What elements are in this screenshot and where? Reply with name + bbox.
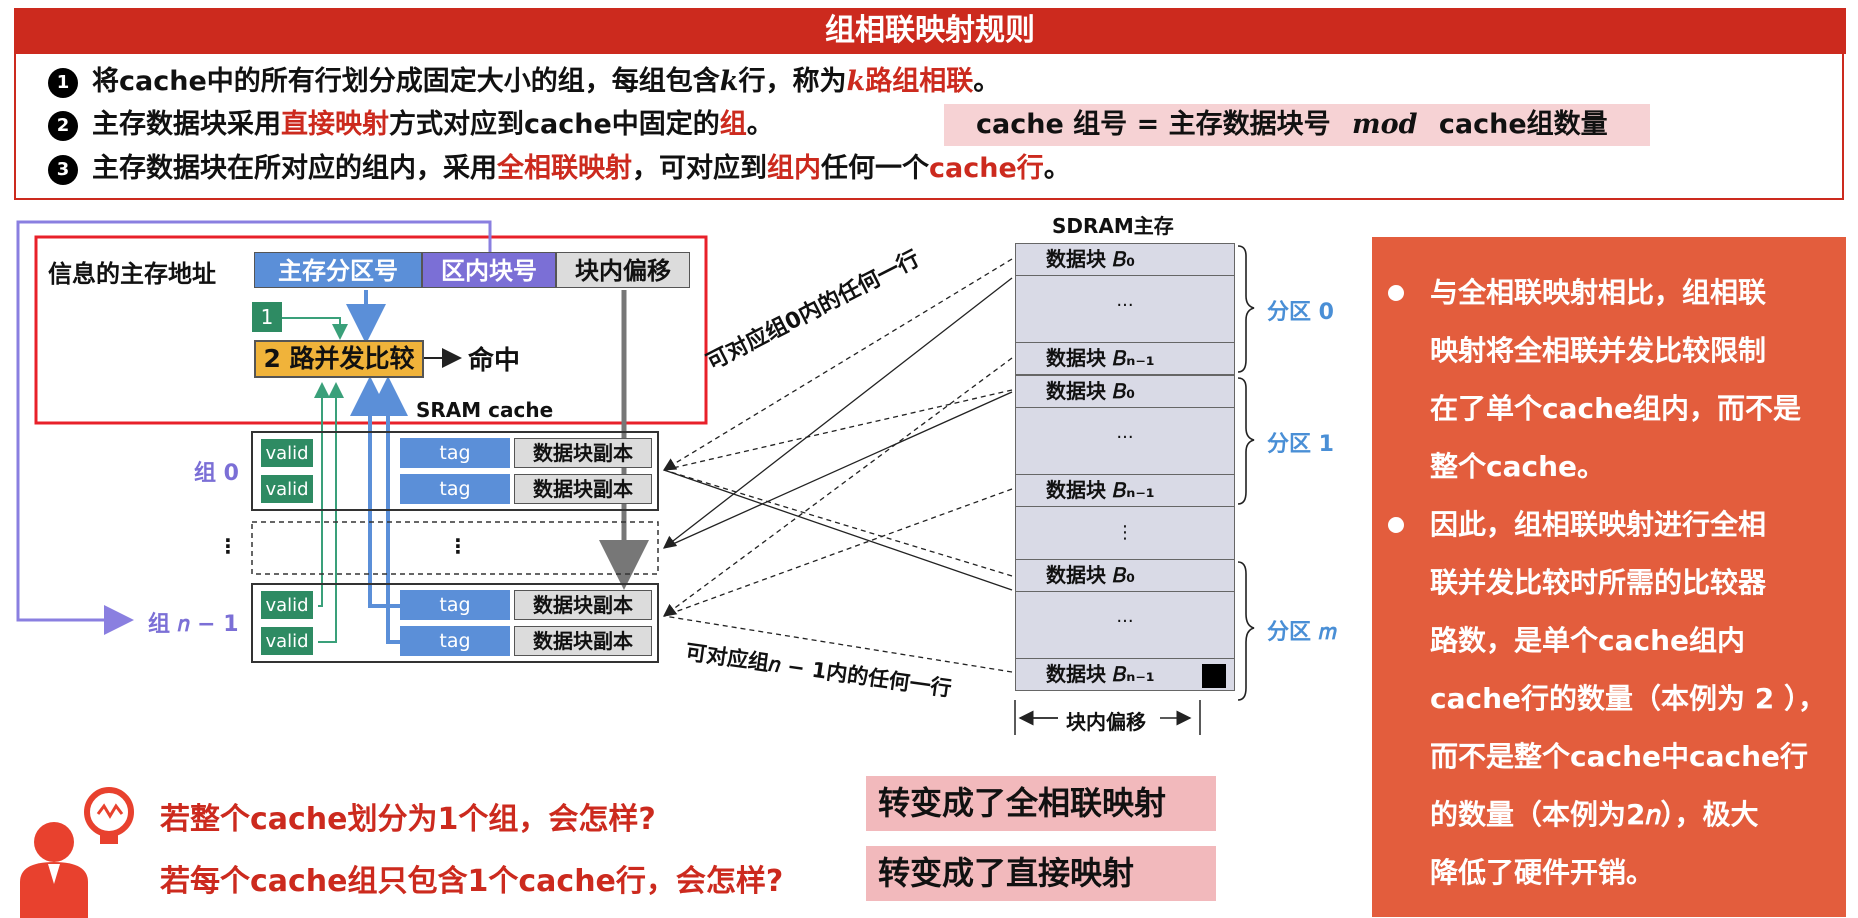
cache-title: SRAM cache	[416, 398, 554, 422]
rule-3: 3 主存数据块在所对应的组内，采用全相联映射，可对应到组内任何一个cache行。	[48, 146, 1071, 185]
memory-block: 数据块 𝐵₀	[1015, 243, 1235, 276]
answer: 转变成了直接映射	[866, 846, 1216, 901]
memory-gap-vdots: ⋮	[1015, 507, 1235, 559]
valid-bit: valid	[260, 590, 314, 620]
memory-gap: ···	[1015, 592, 1235, 658]
valid-bit: valid	[260, 626, 314, 656]
valid-bit: valid	[260, 438, 314, 468]
memory-block: 数据块 𝐵ₙ₋₁	[1015, 342, 1235, 375]
rule-segment: 组内	[767, 153, 821, 184]
offset-label: 块内偏移	[1062, 706, 1150, 735]
summary-line: 映射将全相联并发比较限制	[1430, 334, 1767, 367]
rule-segment: 。	[973, 66, 1001, 97]
valid-bit: valid	[260, 474, 314, 504]
question: 若整个cache划分为1个组，会怎样?	[160, 802, 656, 837]
page-title: 组相联映射规则	[14, 8, 1846, 54]
rule-segment: cache行	[929, 153, 1044, 184]
summary-line: 整个cache。	[1430, 450, 1606, 483]
rule-segment: k	[719, 66, 739, 97]
rule-segment: 。	[746, 109, 774, 140]
rule-number: 3	[48, 155, 78, 185]
hit-label: 命中	[468, 346, 521, 376]
rule-segment: 全相联映射	[497, 153, 632, 184]
partition-label: 分区 1	[1267, 432, 1334, 457]
cache-vdots-left: ⋮	[218, 534, 238, 558]
rule-text: 将cache中的所有行划分成固定大小的组，每组包含k行，称为k路组相联。	[92, 66, 1000, 97]
memory-block: 数据块 𝐵₀	[1015, 559, 1235, 592]
summary-line: 而不是整个cache中cache行	[1430, 740, 1809, 773]
partition-label: 分区 𝑚	[1267, 620, 1337, 645]
summary-line: cache行的数量（本例为 2 ），	[1430, 682, 1826, 715]
summary-line: 因此，组相联映射进行全相	[1430, 508, 1767, 541]
question: 若每个cache组只包含1个cache行，会怎样?	[160, 864, 784, 899]
rule-segment: 将cache中的所有行划分成固定大小的组，每组包含	[92, 66, 720, 97]
formula-op: mod	[1352, 109, 1418, 140]
memory-gap: ···	[1015, 408, 1235, 474]
comparator: 2 路并发比较	[254, 340, 424, 378]
formula-right: cache组数量	[1438, 109, 1608, 140]
rule-segment: 路组相联	[865, 66, 974, 97]
tag-field: tag	[400, 626, 510, 656]
rule-segment: 组	[719, 109, 747, 140]
memory-gap: ···	[1015, 276, 1235, 342]
mapping-formula: cache 组号 = 主存数据块号 mod cache组数量	[944, 104, 1650, 146]
field-partition-number: 主存分区号	[254, 252, 422, 288]
tag-field: tag	[400, 438, 510, 468]
cache-vdots-mid: ⋮	[448, 534, 468, 558]
rule-number: 2	[48, 111, 78, 141]
field-block-in-partition: 区内块号	[422, 252, 556, 288]
block-copy: 数据块副本	[514, 474, 652, 504]
answer: 转变成了全相联映射	[866, 776, 1216, 831]
summary-line: 降低了硬件开销。	[1430, 856, 1655, 889]
bullet-icon	[1388, 517, 1404, 533]
summary-line: 路数，是单个cache组内	[1430, 624, 1746, 657]
rule-number: 1	[48, 68, 78, 98]
rule-segment: 。	[1043, 153, 1071, 184]
summary-panel: 与全相联映射相比，组相联 映射将全相联并发比较限制 在了单个cache组内，而不…	[1372, 237, 1846, 917]
tag-field: tag	[400, 590, 510, 620]
memory-block: 数据块 𝐵ₙ₋₁	[1015, 658, 1235, 691]
rule-segment: 直接映射	[281, 109, 389, 140]
rule-segment: ，可对应到	[632, 153, 767, 184]
rule-text: 主存数据块采用直接映射方式对应到cache中固定的组。	[92, 109, 774, 140]
summary-line: 的数量（本例为2𝑛），极大	[1430, 798, 1759, 831]
rule-segment: 方式对应到cache中固定的	[389, 109, 720, 140]
rule-2: 2 主存数据块采用直接映射方式对应到cache中固定的组。	[48, 102, 774, 141]
address-label: 信息的主存地址	[48, 260, 216, 288]
rule-segment: 主存数据块采用	[92, 109, 281, 140]
block-copy: 数据块副本	[514, 626, 652, 656]
summary-line: 在了单个cache组内，而不是	[1430, 392, 1802, 425]
group-n-1-label: 组 𝑛 − 1	[148, 612, 239, 637]
bullet-icon	[1388, 285, 1404, 301]
memory-title: SDRAM主存	[1052, 214, 1174, 238]
block-copy: 数据块副本	[514, 590, 652, 620]
block-copy: 数据块副本	[514, 438, 652, 468]
memory-block: 数据块 𝐵₀	[1015, 375, 1235, 408]
rule-segment: 任何一个	[821, 153, 929, 184]
rule-segment: k	[846, 66, 866, 97]
formula-left: cache 组号 = 主存数据块号	[976, 109, 1331, 140]
rule-text: 主存数据块在所对应的组内，采用全相联映射，可对应到组内任何一个cache行。	[92, 153, 1071, 184]
summary-line: 联并发比较时所需的比较器	[1430, 566, 1767, 599]
rule-segment: 主存数据块在所对应的组内，采用	[92, 153, 497, 184]
summary-line: 与全相联映射相比，组相联	[1430, 276, 1767, 309]
thinking-person-icon	[20, 787, 134, 918]
byte-marker	[1202, 664, 1226, 688]
tag-field: tag	[400, 474, 510, 504]
valid-one-badge: 1	[252, 302, 282, 332]
memory-block: 数据块 𝐵ₙ₋₁	[1015, 474, 1235, 507]
rule-segment: 行，称为	[738, 66, 847, 97]
field-block-offset: 块内偏移	[556, 252, 690, 288]
partition-label: 分区 0	[1267, 300, 1334, 325]
group-0-label: 组 0	[194, 461, 239, 486]
